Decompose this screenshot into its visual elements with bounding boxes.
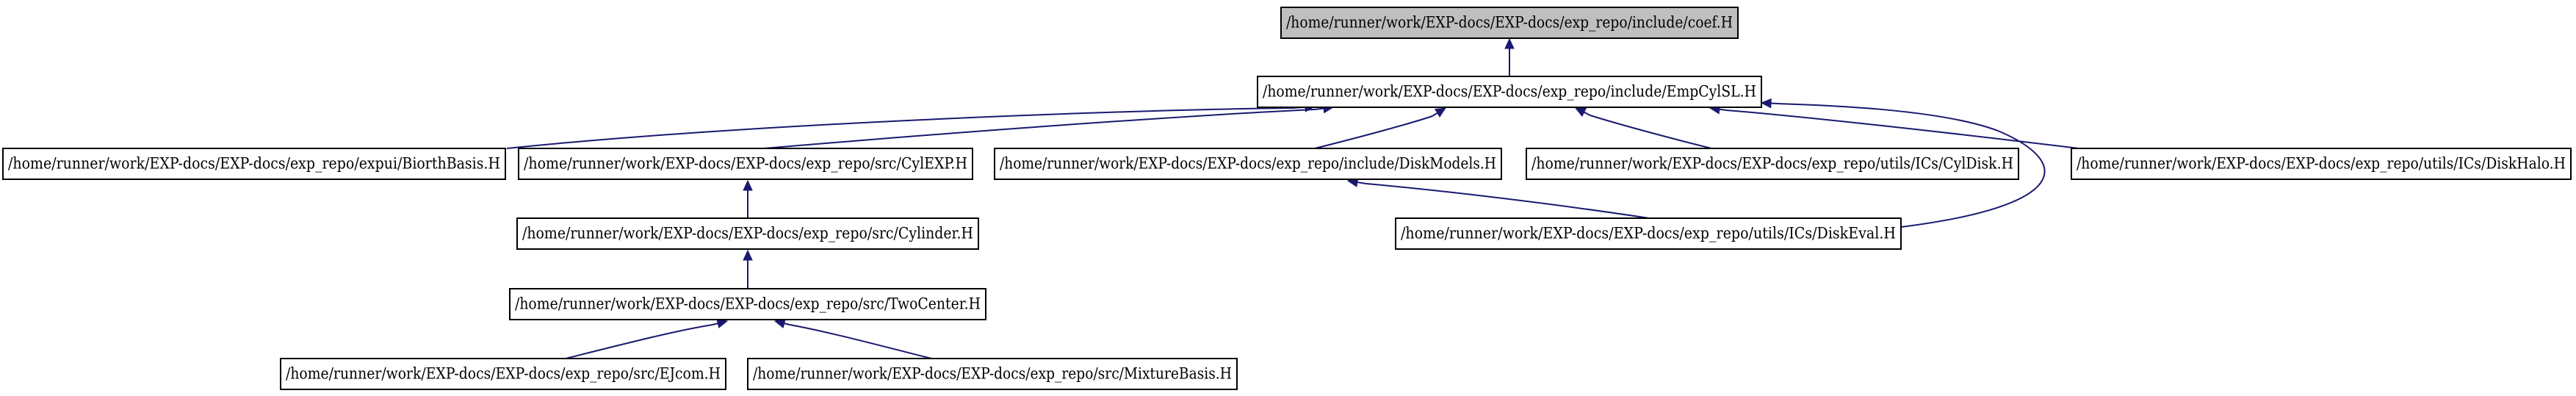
nodes-layer: /home/runner/work/EXP-docs/EXP-docs/exp_…	[2, 7, 2572, 390]
node-label: /home/runner/work/EXP-docs/EXP-docs/exp_…	[1401, 225, 1896, 242]
node-coef: /home/runner/work/EXP-docs/EXP-docs/exp_…	[1280, 7, 1739, 39]
edge-diskeval-to-diskmodels	[1365, 183, 1650, 219]
node-label: /home/runner/work/EXP-docs/EXP-docs/exp_…	[1531, 155, 2013, 173]
node-twocenter[interactable]: /home/runner/work/EXP-docs/EXP-docs/exp_…	[509, 288, 986, 320]
node-box[interactable]	[518, 148, 973, 180]
arrowhead-empcylsl-to-coef	[1504, 37, 1515, 49]
edge-diskeval-to-empcylsl	[1777, 103, 2046, 228]
arrowhead-twocenter-to-cylinder	[743, 249, 753, 261]
node-label: /home/runner/work/EXP-docs/EXP-docs/exp_…	[753, 365, 1232, 383]
node-label: /home/runner/work/EXP-docs/EXP-docs/exp_…	[515, 295, 981, 313]
edge-connector	[1432, 112, 1438, 117]
node-ejcom[interactable]: /home/runner/work/EXP-docs/EXP-docs/exp_…	[280, 358, 726, 390]
edge-diskmodels-to-empcylsl	[1314, 115, 1433, 149]
edge-cylexp-to-empcylsl	[763, 109, 1316, 149]
arrowhead-cyldisk-to-empcylsl	[1574, 107, 1587, 118]
node-mixture[interactable]: /home/runner/work/EXP-docs/EXP-docs/exp_…	[747, 358, 1238, 390]
node-box[interactable]	[1526, 148, 2019, 180]
edge-diskhalo-to-empcylsl	[1725, 109, 2079, 149]
node-label: /home/runner/work/EXP-docs/EXP-docs/exp_…	[286, 365, 721, 383]
edge-connector	[784, 323, 790, 325]
node-label: /home/runner/work/EXP-docs/EXP-docs/exp_…	[1000, 155, 1496, 173]
edge-connector	[712, 323, 718, 325]
node-box[interactable]	[2, 148, 506, 180]
edge-connector	[1584, 111, 1591, 116]
node-box[interactable]	[747, 358, 1238, 390]
arrowhead-diskmodels-to-empcylsl	[1434, 107, 1447, 118]
node-diskhalo[interactable]: /home/runner/work/EXP-docs/EXP-docs/exp_…	[2071, 148, 2572, 180]
node-cylinder[interactable]: /home/runner/work/EXP-docs/EXP-docs/exp_…	[516, 217, 979, 250]
node-cylexp[interactable]: /home/runner/work/EXP-docs/EXP-docs/exp_…	[518, 148, 973, 180]
node-empcylsl[interactable]: /home/runner/work/EXP-docs/EXP-docs/exp_…	[1257, 76, 1762, 108]
node-label: /home/runner/work/EXP-docs/EXP-docs/exp_…	[1263, 83, 1756, 101]
edge-connector	[1357, 181, 1367, 184]
node-box[interactable]	[1395, 217, 1902, 250]
arrowhead-ejcom-to-twocenter	[716, 318, 729, 328]
node-box	[1280, 7, 1739, 39]
node-diskeval[interactable]: /home/runner/work/EXP-docs/EXP-docs/exp_…	[1395, 217, 1902, 250]
node-cyldisk[interactable]: /home/runner/work/EXP-docs/EXP-docs/exp_…	[1526, 148, 2019, 180]
edge-cyldisk-to-empcylsl	[1590, 115, 1712, 149]
node-label: /home/runner/work/EXP-docs/EXP-docs/exp_…	[2077, 155, 2566, 173]
edge-mixture-to-twocenter	[789, 324, 932, 359]
node-label: /home/runner/work/EXP-docs/EXP-docs/exp_…	[1286, 14, 1733, 32]
edge-connector	[1719, 108, 1727, 111]
arrowhead-cylinder-to-cylexp	[743, 179, 753, 191]
node-label: /home/runner/work/EXP-docs/EXP-docs/exp_…	[524, 155, 967, 173]
edge-biorth-to-empcylsl	[506, 107, 1294, 149]
node-box[interactable]	[1257, 76, 1762, 108]
node-box[interactable]	[516, 217, 979, 250]
edges-layer	[506, 37, 2079, 359]
node-box[interactable]	[994, 148, 1502, 180]
edge-ejcom-to-twocenter	[565, 324, 713, 359]
node-biorth[interactable]: /home/runner/work/EXP-docs/EXP-docs/exp_…	[2, 148, 506, 180]
node-box[interactable]	[509, 288, 986, 320]
node-diskmodels[interactable]: /home/runner/work/EXP-docs/EXP-docs/exp_…	[994, 148, 1502, 180]
node-box[interactable]	[2071, 148, 2572, 180]
node-box[interactable]	[280, 358, 726, 390]
arrowhead-diskeval-to-empcylsl	[1760, 98, 1772, 109]
node-label: /home/runner/work/EXP-docs/EXP-docs/exp_…	[8, 155, 500, 173]
arrowhead-mixture-to-twocenter	[773, 318, 786, 328]
node-label: /home/runner/work/EXP-docs/EXP-docs/exp_…	[522, 225, 973, 242]
